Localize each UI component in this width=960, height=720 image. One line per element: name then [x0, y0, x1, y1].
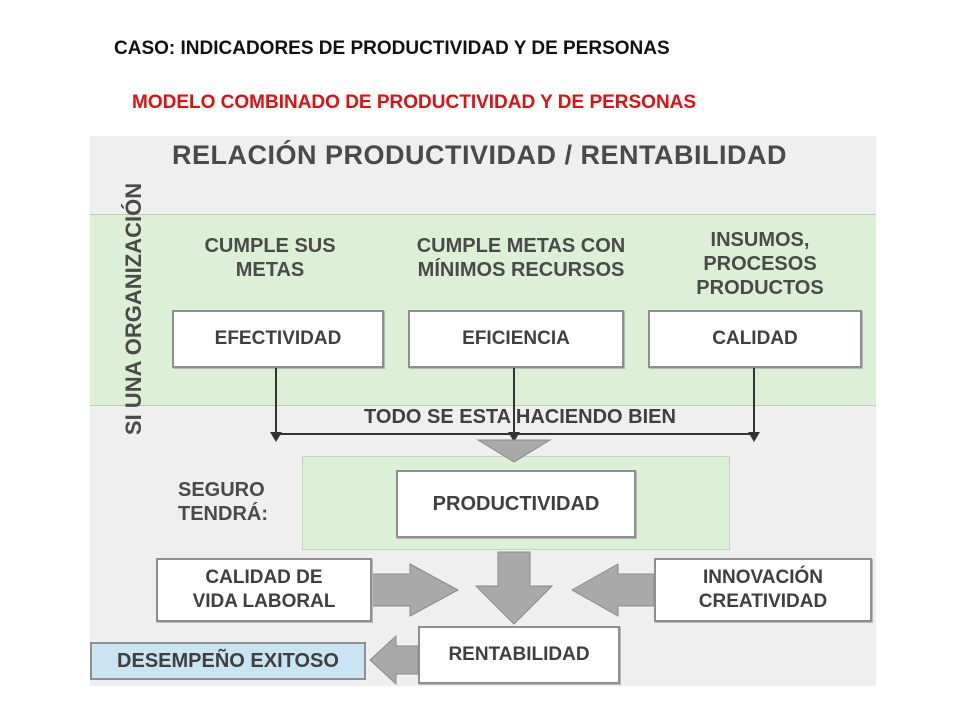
desempeno-exitoso-box: DESEMPEÑO EXITOSO [90, 642, 366, 680]
calidad-vida-laboral-box: CALIDAD DE VIDA LABORAL [156, 558, 372, 622]
arrowhead-efectividad [270, 432, 282, 442]
right-arrow-calidad-vida [371, 563, 460, 617]
innovacion-creatividad-box: INNOVACIÓN CREATIVIDAD [654, 558, 872, 622]
diagram-title: RELACIÓN PRODUCTIVIDAD / RENTABILIDAD [172, 140, 787, 170]
down-arrow-top [476, 439, 552, 463]
rentabilidad-box: RENTABILIDAD [418, 626, 620, 684]
left-arrow-innovacion [570, 563, 655, 617]
arrowhead-eficiencia [508, 432, 520, 442]
left-arrow-desempeno [369, 634, 419, 686]
column-description-eficiencia: CUMPLE METAS CON MÍNIMOS RECURSOS [416, 235, 626, 281]
eficiencia-box: EFICIENCIA [408, 310, 624, 368]
column-description-efectividad: CUMPLE SUS METAS [204, 235, 336, 281]
page-subtitle: MODELO COMBINADO DE PRODUCTIVIDAD Y DE P… [132, 92, 697, 113]
seguro-label: SEGURO TENDRÁ: [178, 479, 268, 525]
down-arrow-center [474, 551, 554, 625]
calidad-box: CALIDAD [648, 310, 862, 368]
arrowhead-calidad [748, 432, 760, 442]
page-title: CASO: INDICADORES DE PRODUCTIVIDAD Y DE … [114, 38, 670, 59]
efectividad-box: EFECTIVIDAD [172, 310, 384, 368]
column-description-calidad: INSUMOS, PROCESOS PRODUCTOS [696, 229, 824, 299]
productividad-box: PRODUCTIVIDAD [396, 470, 636, 538]
merge-label: TODO SE ESTA HACIENDO BIEN [364, 406, 676, 428]
